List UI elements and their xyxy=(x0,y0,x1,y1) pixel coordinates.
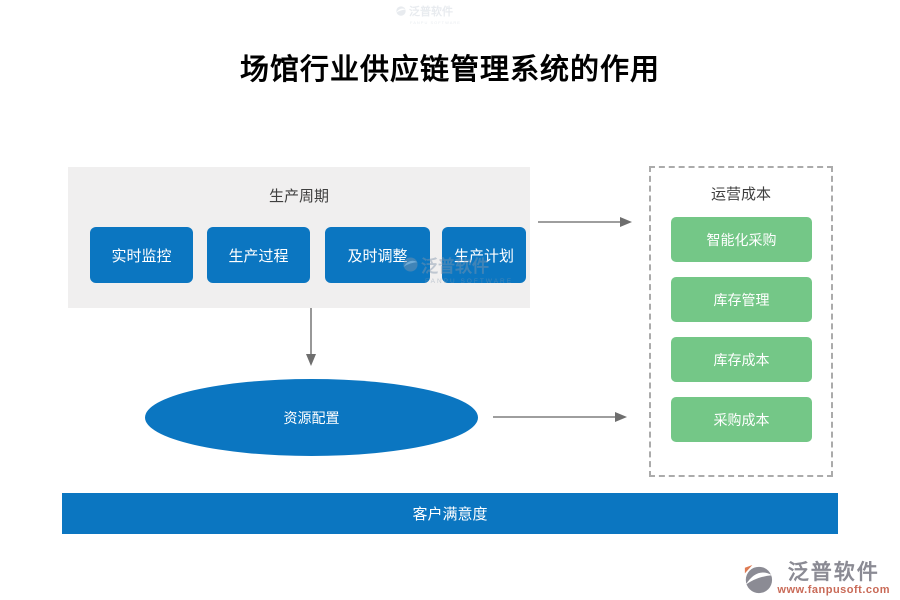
fanpu-swoosh-icon xyxy=(745,564,773,594)
node-customer-satisfaction: 客户满意度 xyxy=(62,493,838,534)
logo-url-text: www.fanpusoft.com xyxy=(777,584,890,596)
node-procurement-cost: 采购成本 xyxy=(671,397,812,442)
arrow-production-to-resource xyxy=(306,308,316,366)
watermark-subtext: FANPU SOFTWARE xyxy=(410,20,461,25)
production-cycle-label: 生产周期 xyxy=(268,188,329,205)
page-title: 场馆行业供应链管理系统的作用 xyxy=(239,52,660,86)
node-realtime-monitoring: 实时监控 xyxy=(90,227,193,283)
operating-cost-group: 运营成本 智能化采购 库存管理 库存成本 采购成本 xyxy=(649,166,833,477)
node-intelligent-procurement: 智能化采购 xyxy=(671,217,812,262)
fanpu-swoosh-icon xyxy=(396,6,406,16)
production-cycle-group: 生产周期 实时监控 生产过程 及时调整 生产计划 xyxy=(68,167,530,308)
arrow-production-to-cost xyxy=(538,217,632,227)
node-inventory-cost: 库存成本 xyxy=(671,337,812,382)
node-production-plan: 生产计划 xyxy=(442,227,526,283)
arrow-resource-to-cost xyxy=(493,412,627,422)
operating-cost-label: 运营成本 xyxy=(710,186,771,203)
node-production-process: 生产过程 xyxy=(207,227,310,283)
node-inventory-management: 库存管理 xyxy=(671,277,812,322)
node-timely-adjustment: 及时调整 xyxy=(325,227,430,283)
fanpu-logo: 泛普软件 www.fanpusoft.com xyxy=(743,560,890,596)
logo-brand-text: 泛普软件 xyxy=(787,560,880,584)
node-resource-allocation: 资源配置 xyxy=(145,379,478,456)
watermark-brand: 泛普软件 xyxy=(409,6,453,18)
fanpu-watermark-top: 泛普软件 FANPU SOFTWARE xyxy=(396,3,461,25)
